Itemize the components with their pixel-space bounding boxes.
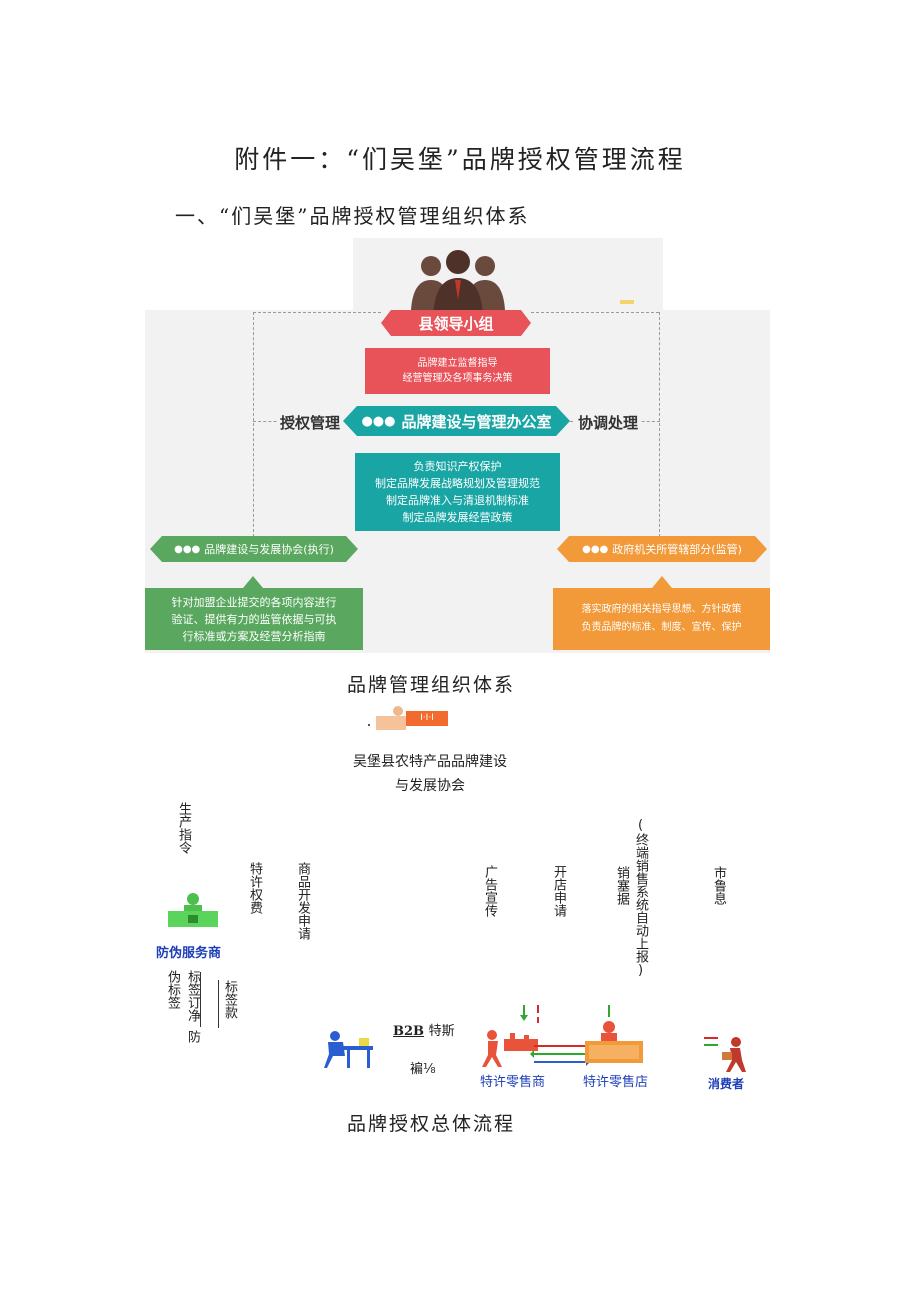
government-duties-box: 落实政府的相关指导思想、方针政策 负责品牌的标准、制度、宣传、保护 xyxy=(553,588,770,650)
flow-caption: 品牌授权总体流程 xyxy=(347,1113,516,1135)
association-title-line: 与发展协会 xyxy=(395,778,465,794)
diagram-top-background xyxy=(353,238,663,318)
org-diagram: 县领导小组 品牌建立监督指导 经营管理及各项事务决策 授权管理 协调处理 ●●●… xyxy=(145,238,770,653)
consumer-icon xyxy=(704,1037,746,1072)
group-icon: ●●● xyxy=(361,413,396,429)
decor-mark xyxy=(620,300,634,304)
office-duty: 负责知识产权保护 xyxy=(413,460,502,473)
authorization-management-label: 授权管理 xyxy=(277,412,344,433)
section-heading: 一、“们吴堡”品牌授权管理组织体系 xyxy=(175,204,530,228)
label-order-text: 标签订净 xyxy=(185,970,200,1022)
advertising-label: 广告宣传 xyxy=(482,865,497,917)
exchange-arrows xyxy=(530,1042,590,1066)
government-ribbon xyxy=(557,536,767,562)
association-duty: 验证、提供有力的监管依据与可执 xyxy=(171,612,337,626)
anti-fake-provider-icon xyxy=(168,893,218,927)
leader-duties-box: 品牌建立监督指导 经营管理及各项事务决策 xyxy=(365,348,550,394)
document-title: 附件一：“们吴堡”品牌授权管理流程 xyxy=(234,145,686,174)
store-apply-label: 开店申请 xyxy=(551,865,566,917)
office-duty: 制定品牌发展战略规划及管理规范 xyxy=(375,477,540,490)
association-label-wrap: ●●● 品牌建设与发展协会(执行) xyxy=(150,536,358,562)
consumer-label: 消费者 xyxy=(708,1077,745,1091)
fake-label-text: 伪标签 xyxy=(165,970,180,1009)
arrow-down-icon xyxy=(652,576,672,588)
b2b-label: B2B xyxy=(393,1024,425,1039)
connector-line xyxy=(253,312,381,313)
association-title-line: 吴堡县农特产品品牌建设 xyxy=(353,754,507,770)
office-label: 品牌建设与管理办公室 xyxy=(401,412,552,431)
association-label: 品牌建设与发展协会(执行) xyxy=(204,543,334,556)
association-duty: 针对加盟企业提交的各项内容进行 xyxy=(171,595,337,609)
retailer-label: 特许零售商 xyxy=(480,1075,546,1090)
leader-ribbon xyxy=(381,310,531,336)
association-duties-box: 针对加盟企业提交的各项内容进行 验证、提供有力的监管依据与可执 行标准或方案及经… xyxy=(145,588,363,650)
label-fee-text: 标签款 xyxy=(222,980,237,1019)
association-person-icon xyxy=(368,706,406,730)
connector-line xyxy=(253,312,254,537)
government-label-wrap: ●●● 政府机关所管辖部分(监管) xyxy=(557,536,767,562)
government-duty: 负责品牌的标准、制度、宣传、保护 xyxy=(581,622,742,633)
leader-group-label: 县领导小组 xyxy=(418,314,494,333)
org-caption: 品牌管理组织体系 xyxy=(347,674,516,696)
sales-data-label: 销塞据 xyxy=(614,866,629,905)
connector-line xyxy=(531,312,659,313)
product-dev-label: 商品开发申请 xyxy=(295,862,310,940)
franchise-fee-label: 特许权费 xyxy=(247,862,262,914)
market-info-label: 市鲁息 xyxy=(711,866,726,905)
connector-line xyxy=(659,312,660,537)
leaders-icon xyxy=(411,250,505,316)
group-icon: ●●● xyxy=(174,543,201,555)
production-order-label: 生产指令 xyxy=(176,802,191,854)
leader-duty: 经营管理及各项事务决策 xyxy=(402,373,513,384)
arrow-down-icon xyxy=(243,576,263,588)
divider-line xyxy=(218,980,219,1028)
misc-label: 褊⅛ xyxy=(410,1062,436,1077)
b2b-tail: 特斯 xyxy=(428,1024,455,1039)
b2b-label-wrap: B2B 特斯 xyxy=(393,1020,455,1039)
office-duties-box: 负责知识产权保护 制定品牌发展战略规划及管理规范 制定品牌准入与清退机制标准 制… xyxy=(355,453,560,531)
coordination-label: 协调处理 xyxy=(575,412,642,433)
office-duty: 制定品牌发展经营政策 xyxy=(402,511,513,524)
leader-duty: 品牌建立监督指导 xyxy=(417,358,498,369)
anti-text: 防 xyxy=(185,1030,200,1043)
government-label: 政府机关所管辖部分(监管) xyxy=(612,543,742,556)
divider-line xyxy=(200,972,201,1027)
association-duty: 行标准或方案及经营分析指南 xyxy=(182,629,326,643)
terminal-report-label: (终端销售系统自动上报) xyxy=(633,818,648,978)
anti-fake-provider-label: 防伪服务商 xyxy=(156,946,222,961)
association-logo-banner: I·I·I xyxy=(406,711,448,726)
association-title: 吴堡县农特产品品牌建设 与发展协会 xyxy=(330,750,530,798)
association-ribbon xyxy=(150,536,358,562)
retailer-icon xyxy=(482,1005,539,1067)
group-icon: ●●● xyxy=(582,543,609,555)
office-duty: 制定品牌准入与清退机制标准 xyxy=(386,494,529,507)
store-icon xyxy=(585,1005,643,1063)
office-label-wrap: ●●● 品牌建设与管理办公室 xyxy=(343,406,570,436)
government-duty: 落实政府的相关指导思想、方针政策 xyxy=(581,604,742,615)
store-label: 特许零售店 xyxy=(583,1075,649,1090)
office-ribbon xyxy=(343,406,570,436)
worker-icon xyxy=(324,1031,373,1068)
